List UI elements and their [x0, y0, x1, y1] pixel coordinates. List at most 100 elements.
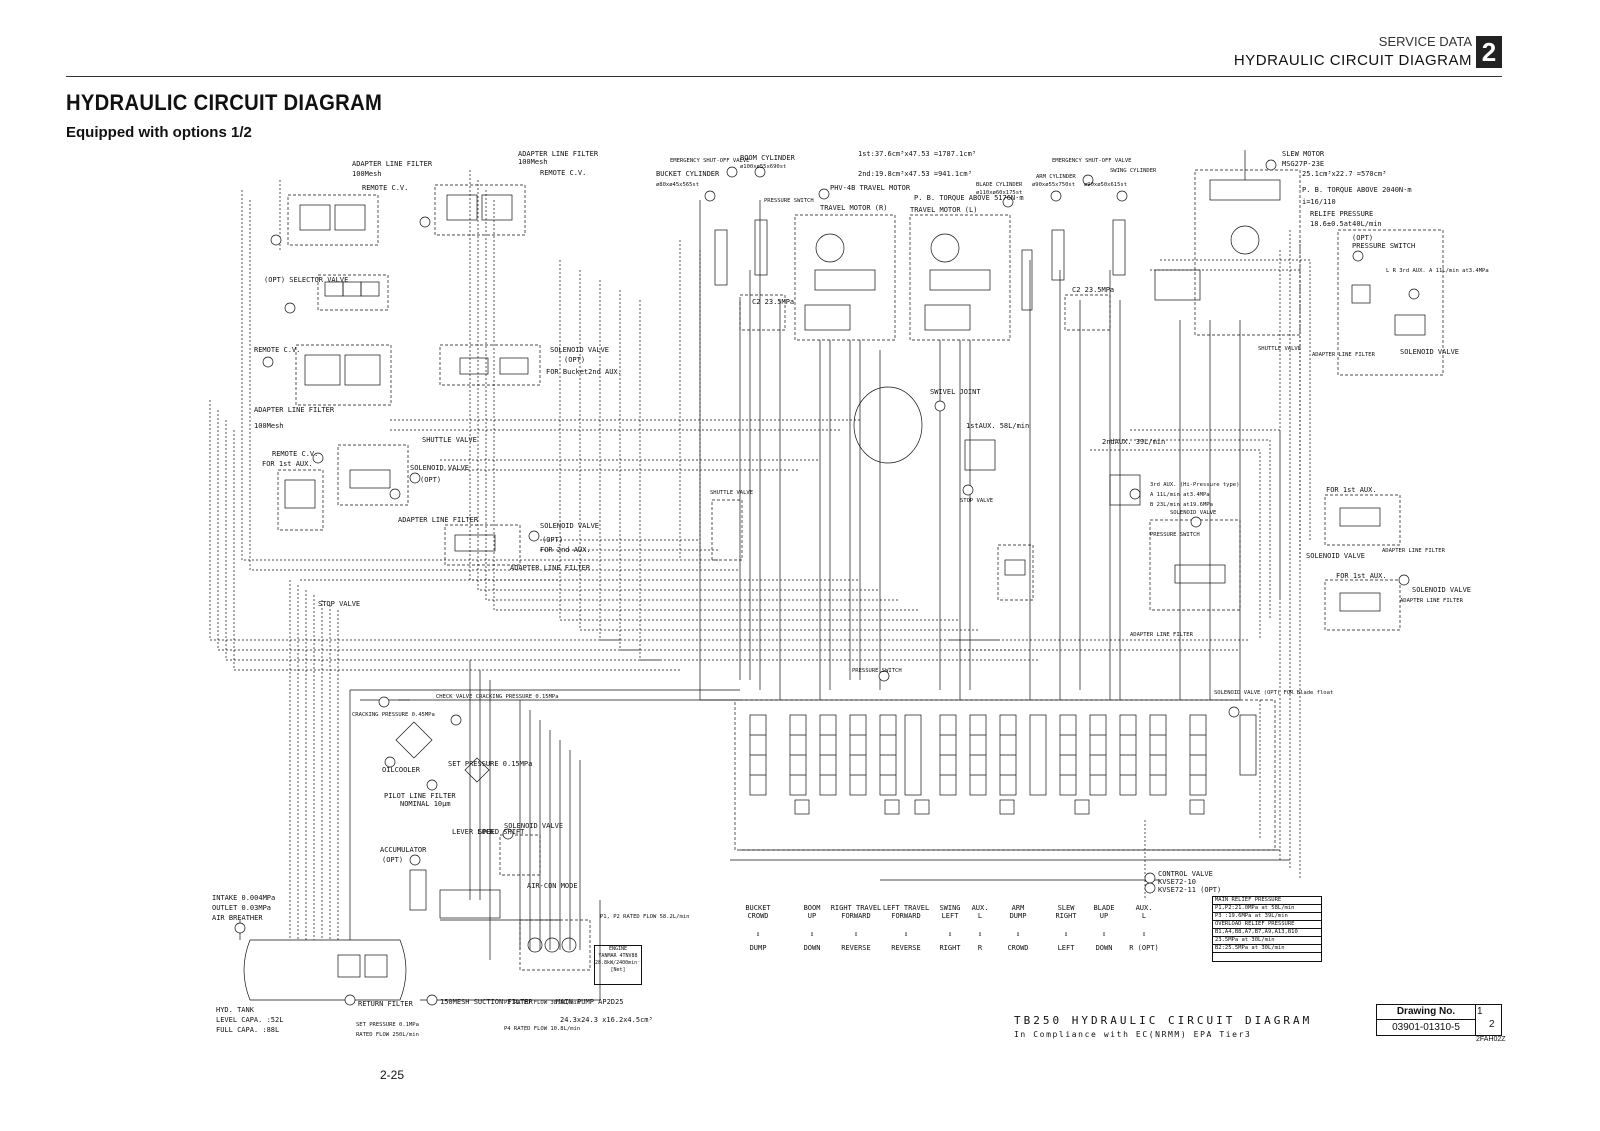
relief-row: B1,A4,B8,A7,B7,A9,A13,B10	[1213, 929, 1321, 937]
label-opt-4: (OPT)	[382, 856, 403, 864]
label-pressure-switch-2: PRESSURE SWITCH	[1352, 242, 1415, 250]
header-title: HYDRAULIC CIRCUIT DIAGRAM	[1233, 52, 1472, 69]
label-return-filter: RETURN FILTER	[358, 1000, 414, 1008]
label-accumulator: ACCUMULATOR	[380, 846, 427, 854]
function-arrow: ⇕	[854, 930, 858, 938]
relief-row: B2:25.5MPa at 30L/min	[1213, 945, 1321, 953]
label-nominal: NOMINAL 10μm	[400, 800, 451, 808]
label-speed-shift: SPEED SHIFT	[478, 828, 525, 836]
label-adapter-line-filter-8: ADAPTER LINE FILTER	[1400, 598, 1464, 604]
main-lines	[349, 200, 1290, 1001]
label-adapter-line-filter-6: ADAPTER LINE FILTER	[1312, 352, 1376, 358]
label-for-1st-aux-3: FOR 1st AUX.	[1336, 572, 1387, 580]
page-title: HYDRAULIC CIRCUIT DIAGRAM	[66, 90, 383, 115]
label-shuttle-valve-1: SHUTTLE VALVE	[422, 436, 477, 444]
label-control-valve: CONTROL VALVE	[1158, 870, 1213, 878]
function-label-bottom: LEFT	[1058, 944, 1076, 952]
function-label-bottom: REVERSE	[891, 944, 921, 952]
label-for-1st-aux-1: FOR 1st AUX.	[262, 460, 313, 468]
travel-motors	[794, 214, 1011, 341]
drawing-number-box: Drawing No. 03901-01310-5 1 2	[1376, 1004, 1502, 1036]
remote-cv-left	[277, 184, 541, 566]
drawing-code: 2FAH02Z	[1476, 1036, 1506, 1043]
engine-label: ENGINE	[608, 946, 628, 952]
header-section: SERVICE DATA	[1378, 34, 1472, 49]
function-label-bottom: DOWN	[1096, 944, 1113, 952]
label-c2-2: C2 23.5MPa	[1072, 286, 1114, 294]
relief-row: P3 :19.6MPa at 39L/min	[1213, 913, 1321, 921]
function-label-bottom: R (OPT)	[1129, 944, 1159, 952]
label-adapter-line-filter-9: ADAPTER LINE FILTER	[1130, 632, 1194, 638]
label-adapter-line-filter-3: ADAPTER LINE FILTER	[254, 406, 335, 414]
label-remote-cv-4: REMOTE C.V.	[272, 450, 318, 458]
label-aux3-a: A 11L/min at3.4MPa	[1150, 492, 1210, 498]
right-options	[1324, 229, 1444, 631]
label-emergency-2: EMERGENCY SHUT-OFF VALVE	[1052, 158, 1131, 164]
function-arrow: ⇕	[810, 930, 814, 938]
function-label-bottom: REVERSE	[841, 944, 871, 952]
function-label-top: AUX.L	[972, 904, 989, 920]
label-emergency-1: EMERGENCY SHUT-OFF VALVE	[670, 158, 749, 164]
label-blade-spec: ø110xø60x175st	[976, 190, 1022, 196]
label-boom-spec: ø100xø55x690st	[740, 164, 786, 170]
label-air-breather: AIR BREATHER	[212, 914, 263, 922]
function-label-bottom: DUMP	[750, 944, 767, 952]
label-solenoid-valve-3: SOLENOID VALVE	[540, 522, 599, 530]
label-phv: PHV-4B TRAVEL MOTOR	[830, 184, 911, 192]
function-arrow: ⇕	[1102, 930, 1106, 938]
function-arrow: ⇕	[948, 930, 952, 938]
label-3rd-aux-a: L R 3rd AUX. A 11L/min at3.4MPa	[1386, 268, 1489, 274]
sheet-total: 2	[1489, 1019, 1495, 1030]
label-blade-cylinder: BLADE CYLINDER	[976, 182, 1023, 188]
label-shuttle-valve-3: SHUTTLE VALVE	[710, 490, 753, 496]
label-remote-cv-2: REMOTE C.V.	[540, 169, 586, 177]
label-travel-motor-l: TRAVEL MOTOR (L)	[910, 206, 977, 214]
label-aux2: 2ndAUX. 39L/min	[1102, 438, 1165, 446]
label-solenoid-valve-4: SOLENOID VALVE	[504, 822, 563, 830]
label-selector-valve: (OPT) SELECTOR VALVE	[264, 276, 348, 284]
label-solenoid-valve-6: SOLENOID VALVE	[1170, 510, 1216, 516]
label-travel-motor-r: TRAVEL MOTOR (R)	[820, 204, 887, 212]
pump-tank	[239, 699, 591, 1001]
function-arrow: ⇕	[978, 930, 982, 938]
label-relief-spec: 18.6±0.5at40L/min	[1310, 220, 1382, 228]
function-arrow: ⇕	[904, 930, 908, 938]
pilot-lines	[209, 170, 1311, 940]
control-valve-bank	[734, 699, 1276, 851]
label-outlet: OUTLET 0.03MPa	[212, 904, 271, 912]
label-p4-rated: P4 RATED FLOW 10.8L/min	[504, 1026, 580, 1032]
label-adapter-line-filter-top: ADAPTER LINE FILTER	[518, 150, 599, 158]
label-100mesh-2: 100Mesh	[352, 170, 382, 178]
label-travel-disp2: 2nd:19.8cm³x47.53 =941.1cm³	[858, 170, 972, 178]
label-relief-pressure: RELIFE PRESSURE	[1310, 210, 1373, 218]
label-air-con: AIR-CON MODE	[527, 882, 578, 890]
label-stop-valve-2: STOP VALVE	[960, 498, 993, 504]
function-arrow: ⇕	[756, 930, 760, 938]
label-pump-spec: 24.3x24.3 x16.2x4.5cm³	[560, 1016, 653, 1024]
label-aux3: 3rd AUX. (Hi-Pressure type)	[1150, 482, 1239, 488]
label-main-pump: MAIN PUMP AP2D25	[556, 998, 623, 1006]
function-arrow: ⇕	[1142, 930, 1146, 938]
function-label-bottom: R	[978, 944, 983, 952]
chapter-badge: 2	[1476, 36, 1502, 68]
label-swivel-joint: SWIVEL JOINT	[930, 388, 981, 396]
function-label-bottom: CROWD	[1007, 944, 1028, 952]
relief-row: OVERLOAD RELIEF PRESSURE	[1213, 921, 1321, 929]
label-swing-spec: ø90xø50x615st	[1084, 182, 1127, 188]
label-suction-filter: 150MESH SUCTION FILTER	[440, 998, 534, 1006]
page-number: 2-25	[380, 1068, 405, 1082]
label-pb-torque: P. B. TORQUE ABOVE 5176N·m	[914, 194, 1024, 202]
label-kvse2: KVSE72-11 (OPT)	[1158, 886, 1221, 894]
label-solenoid-valve-1: SOLENOID VALVE	[550, 346, 609, 354]
relief-row: MAIN RELIEF PRESSURE	[1213, 897, 1321, 905]
label-adapter-line-filter-2: ADAPTER LINE FILTER	[352, 160, 433, 168]
label-pilot-line-filter: PILOT LINE FILTER	[384, 792, 456, 800]
engine-model: YANMAR 4TNV88	[598, 953, 638, 959]
